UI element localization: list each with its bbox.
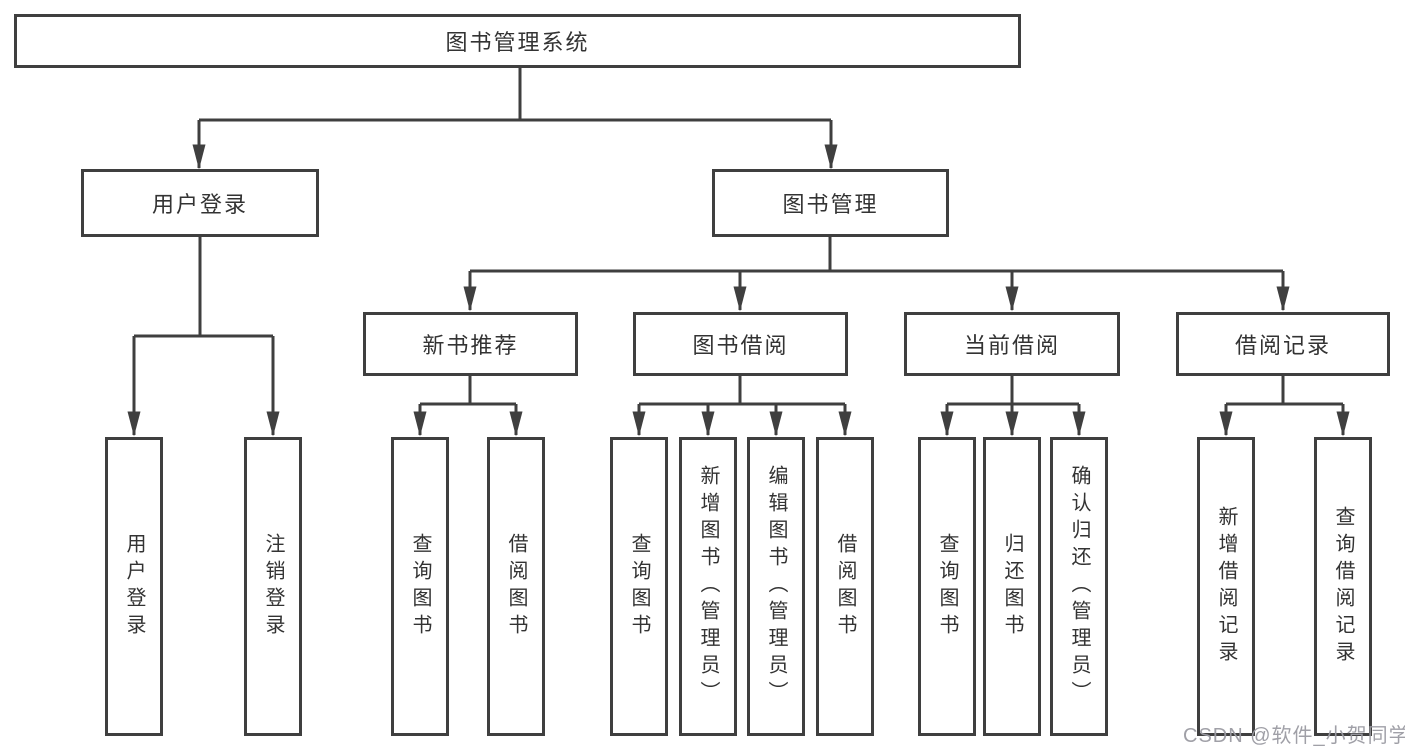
node-book-borrow: 图书借阅 <box>633 312 848 376</box>
leaf-confirm-return-admin: 确认归还（管理员） <box>1050 437 1108 736</box>
node-current-borrow: 当前借阅 <box>904 312 1120 376</box>
node-label: 图书借阅 <box>692 333 789 358</box>
node-label: 编辑图书（管理员） <box>765 465 787 708</box>
leaf-query-borrow-record: 查询借阅记录 <box>1314 437 1372 736</box>
node-label: 借阅图书 <box>834 532 856 641</box>
leaf-query-books-recommend: 查询图书 <box>391 437 449 736</box>
leaf-add-borrow-record: 新增借阅记录 <box>1197 437 1255 736</box>
node-label: 查询图书 <box>936 532 958 641</box>
node-library-system: 图书管理系统 <box>14 14 1021 68</box>
node-label: 查询借阅记录 <box>1332 505 1354 668</box>
node-new-book-recommend: 新书推荐 <box>363 312 578 376</box>
node-label: 借阅记录 <box>1234 333 1331 358</box>
node-label: 查询图书 <box>628 532 650 641</box>
node-label: 新增借阅记录 <box>1215 505 1237 668</box>
leaf-user-login: 用户登录 <box>105 437 163 736</box>
csdn-watermark: CSDN @软件_小贺同学 <box>1183 725 1405 747</box>
node-label: 图书管理 <box>782 192 879 217</box>
leaf-borrow-books-recommend: 借阅图书 <box>487 437 545 736</box>
node-label: 用户登录 <box>151 192 248 217</box>
node-user-login: 用户登录 <box>81 169 319 237</box>
leaf-query-books-borrow: 查询图书 <box>610 437 668 736</box>
leaf-borrow-books: 借阅图书 <box>816 437 874 736</box>
node-label: 图书管理系统 <box>445 30 590 55</box>
node-label: 归还图书 <box>1001 532 1023 641</box>
node-label: 注销登录 <box>262 532 284 641</box>
node-label: 查询图书 <box>409 532 431 641</box>
node-borrow-records: 借阅记录 <box>1176 312 1390 376</box>
node-label: 用户登录 <box>123 532 145 641</box>
leaf-add-books-admin: 新增图书（管理员） <box>679 437 737 736</box>
leaf-logout: 注销登录 <box>244 437 302 736</box>
leaf-edit-books-admin: 编辑图书（管理员） <box>747 437 805 736</box>
leaf-return-books: 归还图书 <box>983 437 1041 736</box>
node-label: 当前借阅 <box>963 333 1060 358</box>
node-label: 确认归还（管理员） <box>1068 465 1090 708</box>
node-label: 新书推荐 <box>422 333 519 358</box>
node-label: 借阅图书 <box>505 532 527 641</box>
leaf-query-books-current: 查询图书 <box>918 437 976 736</box>
node-label: 新增图书（管理员） <box>697 465 719 708</box>
node-book-management: 图书管理 <box>712 169 949 237</box>
